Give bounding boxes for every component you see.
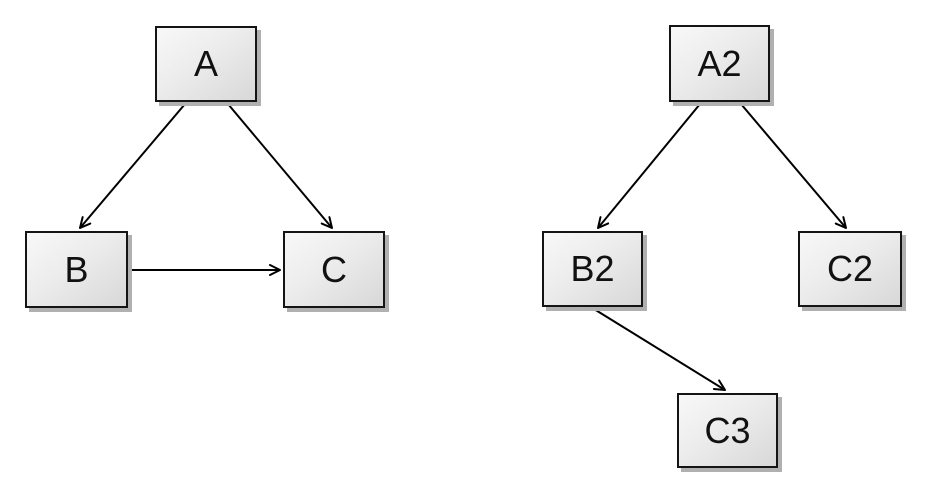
node-C3-label: C3 [704,409,751,451]
node-B-label: B [64,248,89,290]
edge-A-C [227,103,333,229]
edge-A-B [79,103,186,229]
node-C2: C2 [798,231,902,307]
node-B2-label: B2 [570,248,615,289]
node-A-label: A [193,43,218,84]
node-C: C [283,231,385,308]
edge-A2-C2 [740,103,847,229]
node-C-label: C [321,248,347,290]
node-A2-label: A2 [697,42,742,84]
edge-A2-B2 [597,103,701,229]
node-C2-label: C2 [826,248,874,289]
node-B: B [25,231,128,308]
node-A2: A2 [669,25,770,102]
node-C3: C3 [677,393,778,468]
node-B2: B2 [542,231,643,307]
node-A: A [155,26,257,102]
edge-B2-C3 [593,308,726,391]
